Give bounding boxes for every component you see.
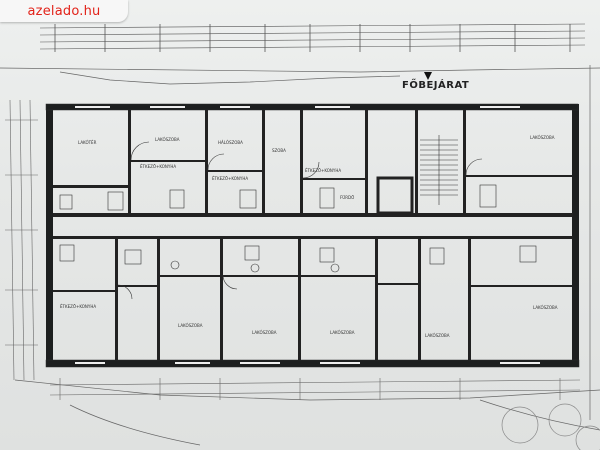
room-label: LAKÓTÉR bbox=[78, 140, 97, 145]
room-label: LAKÓSZOBA bbox=[178, 323, 203, 328]
room-label: LAKÓSZOBA bbox=[252, 330, 277, 335]
room-label: LAKÓSZOBA bbox=[530, 135, 555, 140]
tree-outlines bbox=[501, 403, 600, 450]
window-openings bbox=[75, 106, 540, 364]
watermark-text: azelado.hu bbox=[27, 3, 101, 19]
room-label: ÉTKEZŐ+KONYHA bbox=[305, 168, 342, 173]
left-dimension-lines bbox=[5, 99, 38, 381]
room-label: ÉTKEZŐ+KONYHA bbox=[60, 304, 97, 309]
room-label: ÉTKEZŐ+KONYHA bbox=[140, 164, 177, 169]
room-label: LAKÓSZOBA bbox=[425, 333, 450, 338]
room-label: ÉTKEZŐ+KONYHA bbox=[212, 176, 249, 181]
room-label: FÜRDŐ bbox=[340, 195, 355, 200]
watermark-badge: azelado.hu bbox=[0, 0, 128, 22]
wall-hatching bbox=[45, 103, 580, 368]
corridor-walls bbox=[53, 213, 573, 239]
interior-walls-lower bbox=[53, 239, 572, 360]
outer-walls bbox=[46, 104, 579, 367]
entrance-label: FŐBEJÁRAT bbox=[402, 80, 470, 91]
room-label: LAKÓSZOBA bbox=[155, 137, 180, 142]
room-label: SZOBA bbox=[272, 148, 286, 153]
bottom-dimension-lines bbox=[49, 378, 581, 400]
stairs bbox=[420, 135, 458, 205]
room-label: LAKÓSZOBA bbox=[330, 330, 355, 335]
room-label: LAKÓSZOBA bbox=[533, 305, 558, 310]
room-label: HÁLÓSZOBA bbox=[218, 140, 243, 145]
top-dimension-lines bbox=[39, 23, 586, 52]
entrance-arrow-icon bbox=[424, 72, 432, 80]
fixtures bbox=[59, 141, 537, 300]
site-boundary bbox=[0, 65, 600, 446]
interior-walls-upper bbox=[53, 110, 572, 215]
